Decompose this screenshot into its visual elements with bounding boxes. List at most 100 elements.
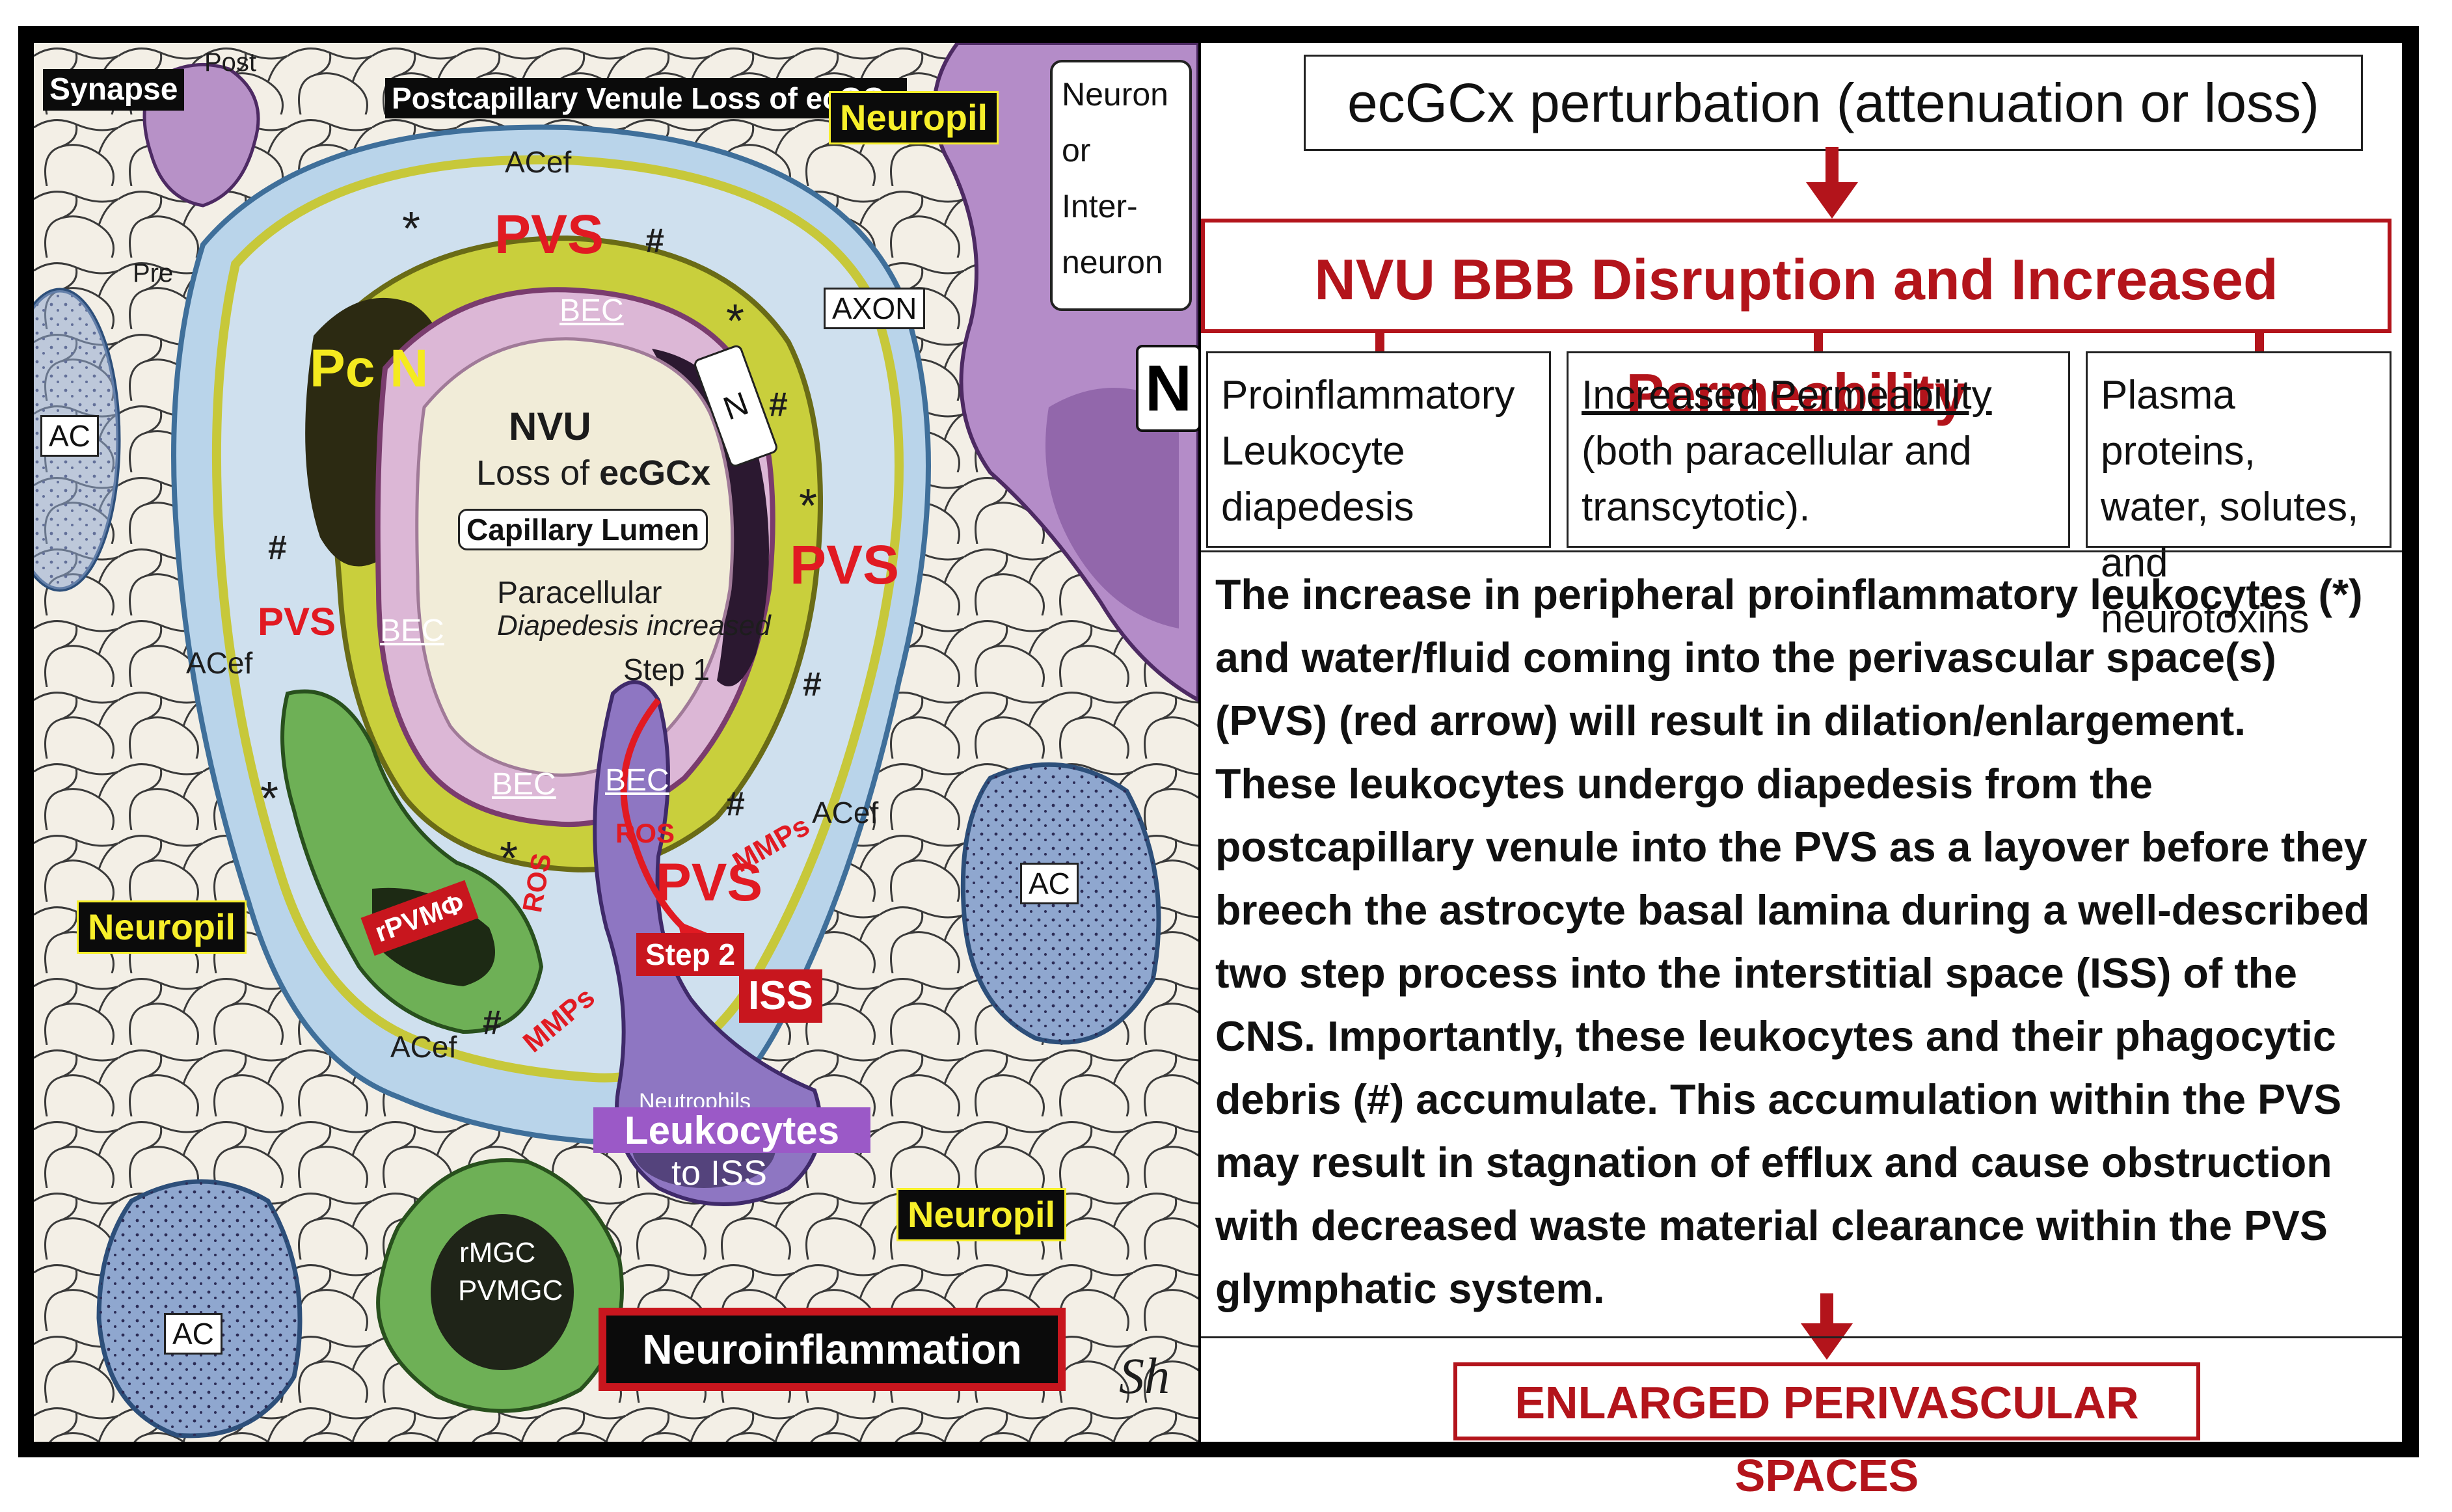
bec-label-left: BEC [380,614,444,648]
ac-label-bottom: AC [164,1313,222,1355]
capillary-lumen-label: Capillary Lumen [458,509,708,550]
connector [1814,333,1823,353]
connector [2255,333,2264,353]
subbox-line: water, solutes, [2101,485,2359,530]
explanation-panel: ecGCx perturbation (attenuation or loss)… [1201,43,2402,1501]
body-line: with decreased waste material clearance … [1215,1202,2328,1249]
diapedesis-label: Diapedesis increased [497,610,771,641]
rmgc-label: rMGC [459,1237,536,1269]
subbox-line: Proinflammatory [1221,373,1515,418]
bec-label-bottom-right: BEC [605,763,669,798]
subbox-line: diapedesis [1221,485,1414,530]
connector [1375,333,1384,353]
body-line: CNS. Importantly, these leukocytes and t… [1215,1013,2336,1060]
to-iss-label: to ISS [671,1154,768,1193]
iss-label: ISS [739,969,822,1023]
subbox-line: Leukocyte [1221,429,1405,474]
body-line: may result in stagnation of efflux and c… [1215,1139,2332,1186]
body-line: glymphatic system. [1215,1265,1605,1312]
arrow-down-icon [1801,1293,1853,1360]
divider [1201,550,2402,552]
subbox-leukocyte: Proinflammatory Leukocyte diapedesis [1206,351,1551,548]
body-line: These leukocytes undergo diapedesis from… [1215,761,2153,807]
ac-label-left: AC [40,415,99,457]
acef-label-top: ACef [505,145,572,179]
neuropil-label-bottom: Neuropil [896,1188,1067,1241]
divider [1201,1336,2402,1338]
pvs-label-bottom: PVS [656,853,763,912]
hash-marker: # [803,666,822,703]
hash-marker: # [769,386,788,424]
nvu-label: NVU [509,405,591,448]
pvs-label-left: PVS [258,600,336,643]
acef-label-left: ACef [186,646,253,680]
post-label: Post [204,48,257,77]
subbox-permeability: Increased Permeability (both paracellula… [1567,351,2070,548]
panel-title: ecGCx perturbation (attenuation or loss) [1304,55,2363,151]
paracellular-label: Paracellular [497,576,662,610]
neuron-line-3: Inter- [1062,188,1138,224]
leukocyte-cell [593,680,822,1206]
artist-signature: Sh [1119,1347,1170,1404]
body-line: debris (#) accumulate. This accumulation… [1215,1076,2342,1123]
neuroinflammation-label: Neuroinflammation [606,1316,1058,1383]
capillary-lumen-area [415,337,734,777]
neuron-line-1: Neuron [1062,76,1168,113]
loss-of-ecgcx-label: Loss of ecGCx [476,455,710,491]
final-outcome-box: ENLARGED PERIVASCULAR SPACES [1453,1362,2200,1501]
neuron-line-2: or [1062,132,1091,169]
illustration-drawing [34,43,1198,1442]
loss-of-text: Loss of [476,453,600,493]
hash-marker: # [268,529,287,567]
ros-label-right: ROS [615,818,675,848]
bec-label-top: BEC [559,293,624,328]
pre-label: Pre [133,259,174,288]
neuropil-label-left: Neuropil [77,900,247,954]
acef-label-right: ACef [812,796,879,830]
body-line: breech the astrocyte basal lamina during… [1215,887,2370,934]
nvu-illustration: Synapse Post Pre Postcapillary Venule Lo… [34,43,1198,1442]
leukocytes-label: Leukocytes [593,1107,870,1153]
asterisk-marker: * [799,480,818,532]
neuron-label-box: Neuron or Inter- neuron [1050,60,1192,311]
subbox-line: Plasma proteins, [2101,373,2256,474]
subbox-line: and neurotoxins [2101,541,2310,641]
ecgcx-text: ecGCx [599,453,711,493]
subbox-plasma: Plasma proteins, water, solutes, and neu… [2086,351,2391,641]
panel-heading: NVU BBB Disruption and Increased Permeab… [1201,219,2391,426]
body-line: two step process into the interstitial s… [1215,950,2297,997]
pvs-label-right: PVS [790,534,900,595]
red-arrow [620,697,694,937]
neuropil-label-top: Neuropil [829,91,999,144]
pcn-label: Pc N [310,339,429,398]
subbox-line: (both paracellular and [1582,429,1972,474]
ac-label-right: AC [1020,863,1079,904]
pvs-label-top: PVS [494,204,604,265]
body-line: The increase in peripheral proinflammato… [1215,571,2363,618]
axon-label: AXON [824,288,926,329]
step1-label: Step 1 [623,653,710,686]
hash-marker: # [483,1004,502,1042]
acef-label-bottom: ACef [390,1030,457,1064]
neuroinflammation-box: Neuroinflammation [599,1308,1066,1391]
arrow-down-icon [1806,147,1858,219]
asterisk-marker: * [260,773,279,825]
step2-label: Step 2 [636,933,745,976]
subbox-line: transcytotic). [1582,485,1811,530]
asterisk-marker: * [726,295,745,347]
asterisk-marker: * [402,203,421,255]
body-line: postcapillary venule into the PVS as a l… [1215,824,2367,871]
neuron-line-4: neuron [1062,244,1163,280]
pvmgc-label: PVMGC [458,1275,563,1306]
neuron-n-box: N [1136,345,1198,432]
hash-marker: # [726,785,745,823]
subbox-title: Increased Permeability [1582,373,1992,418]
bec-label-bottom-left: BEC [492,767,556,802]
synapse-label: Synapse [43,69,185,111]
venule-title: Postcapillary Venule Loss of ecGCx [385,78,908,118]
hash-marker: # [645,222,664,260]
body-line: (PVS) (red arrow) will result in dilatio… [1215,697,2246,744]
body-line: and water/fluid coming into the perivasc… [1215,634,2276,681]
body-paragraph: The increase in peripheral proinflammato… [1215,563,2386,1321]
asterisk-marker: * [500,833,519,885]
